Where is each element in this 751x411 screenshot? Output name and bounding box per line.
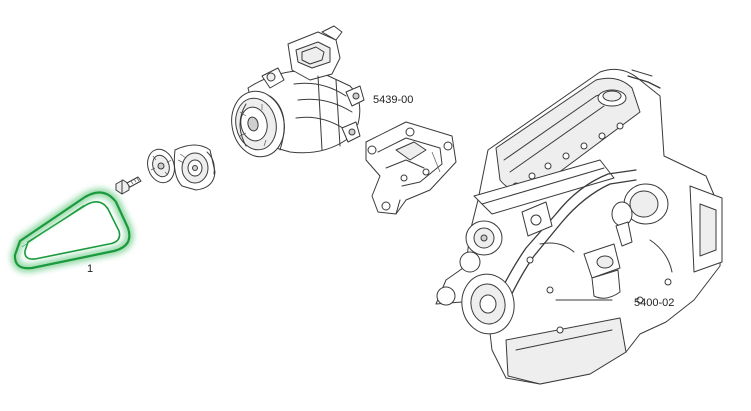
callout-bracket[interactable]: 5439-00 (373, 94, 414, 106)
belt-inner (24, 201, 121, 260)
belt-part[interactable] (10, 188, 134, 273)
callout-engine[interactable]: 5400-02 (634, 297, 675, 309)
tensioner-part[interactable] (143, 144, 216, 191)
bracket-part[interactable] (365, 121, 457, 215)
belt-highlight (10, 188, 134, 273)
callout-belt[interactable]: 1 (87, 263, 94, 275)
belt-outer (13, 191, 131, 270)
bolt-part[interactable] (115, 176, 142, 195)
engine-part[interactable] (435, 68, 723, 385)
compressor-part[interactable] (226, 25, 365, 162)
